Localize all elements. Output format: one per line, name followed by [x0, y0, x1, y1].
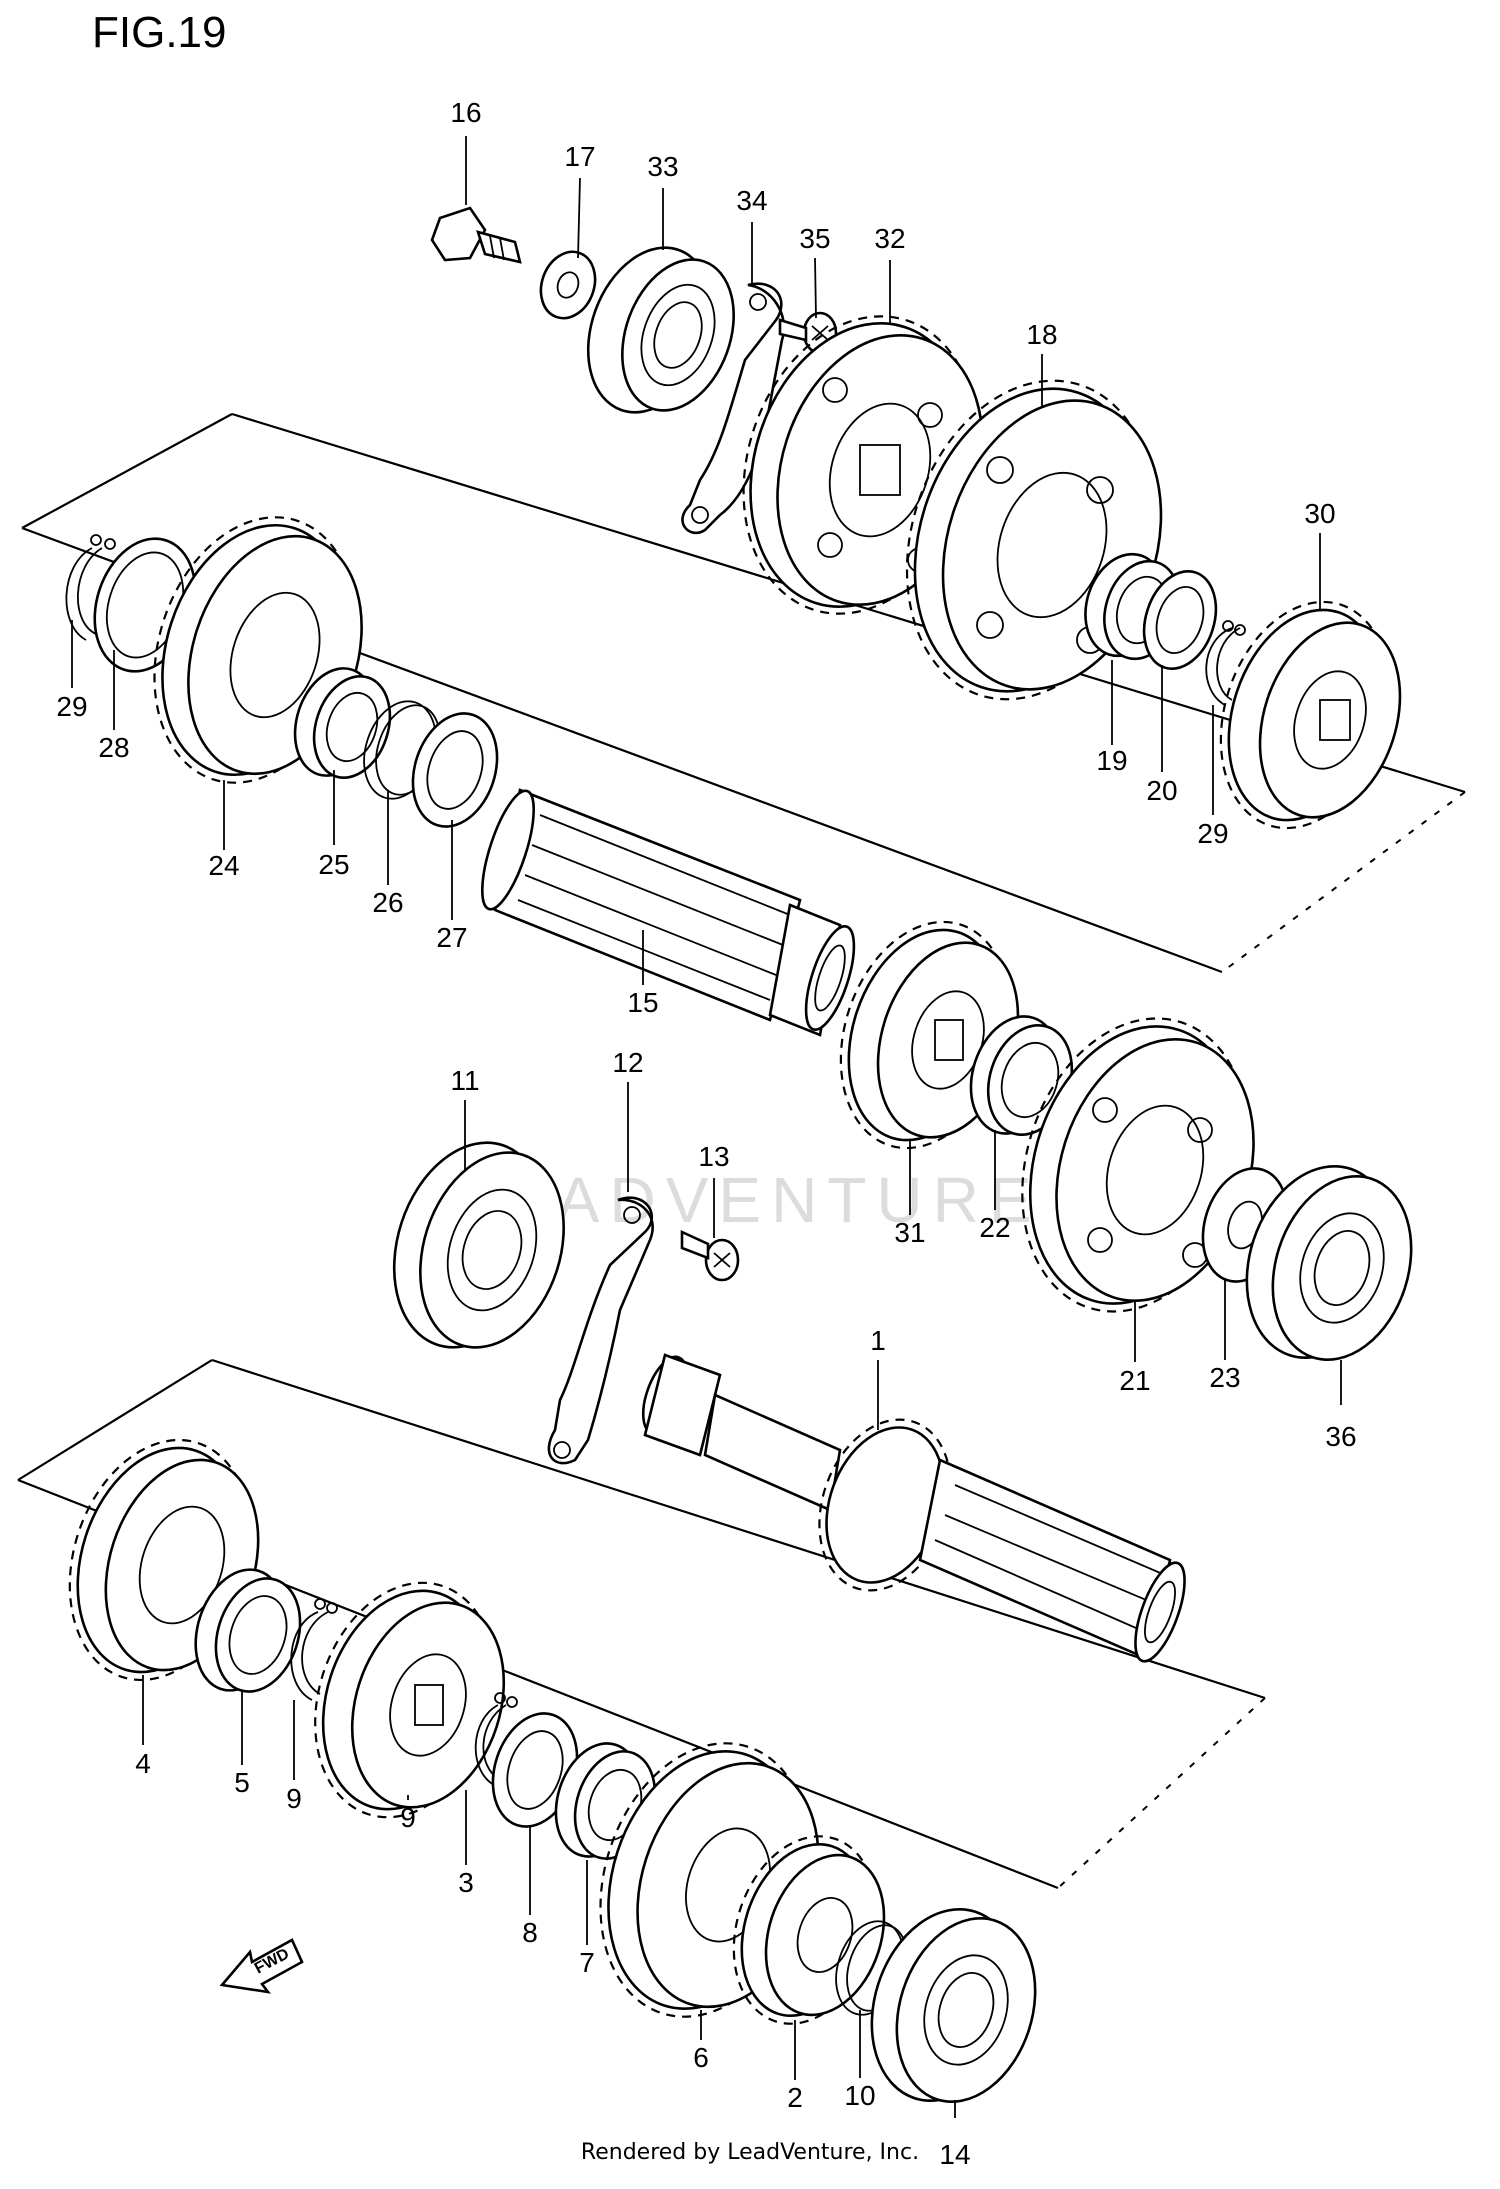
callout-17: 17 — [564, 141, 595, 172]
callout-5: 5 — [234, 1767, 250, 1798]
part-12-bearing-retainer — [547, 1196, 654, 1465]
callout-9-center: 9 — [400, 1802, 416, 1833]
callout-10: 10 — [844, 2080, 875, 2111]
part-17-washer — [539, 250, 597, 320]
part-9-gear — [314, 1581, 506, 1819]
callout-31: 31 — [894, 1217, 925, 1248]
part-29-circlip-right — [1205, 620, 1246, 706]
callout-29-left: 29 — [56, 691, 87, 722]
callout-18: 18 — [1026, 319, 1057, 350]
callout-8: 8 — [522, 1917, 538, 1948]
callout-34: 34 — [736, 185, 767, 216]
fwd-arrow-icon: FWD — [219, 1938, 304, 1994]
callout-29-right: 29 — [1197, 818, 1228, 849]
part-27-lock-washer — [411, 712, 499, 828]
callout-30: 30 — [1304, 498, 1335, 529]
part-34-bearing-retainer — [681, 282, 786, 535]
callout-22: 22 — [979, 1212, 1010, 1243]
leader-lines — [71, 136, 1342, 2118]
callout-19: 19 — [1096, 745, 1127, 776]
callout-23: 23 — [1209, 1362, 1240, 1393]
callout-16: 16 — [450, 97, 481, 128]
part-30-gear — [1219, 600, 1402, 830]
callout-25: 25 — [318, 849, 349, 880]
part-13-screw — [680, 1229, 740, 1282]
part-29-circlip-left — [65, 534, 116, 641]
callout-27: 27 — [436, 922, 467, 953]
callout-35: 35 — [799, 223, 830, 254]
part-15-countershaft — [481, 788, 856, 1037]
callout-21: 21 — [1119, 1365, 1150, 1396]
part-11-bearing — [392, 1141, 565, 1349]
callout-numbers: 16 17 33 34 35 32 18 30 29 28 24 25 26 2… — [56, 97, 1356, 2170]
part-25-bushing — [293, 667, 392, 779]
figure-title: FIG.19 — [92, 8, 227, 57]
part-14-bearing — [870, 1908, 1037, 2103]
part-20-washer — [1142, 570, 1218, 670]
callout-26: 26 — [372, 887, 403, 918]
part-16-bolt — [430, 206, 522, 264]
callout-3: 3 — [458, 1867, 474, 1898]
callout-32: 32 — [874, 223, 905, 254]
part-33-bearing — [586, 246, 735, 414]
callout-33: 33 — [647, 151, 678, 182]
callout-14: 14 — [939, 2139, 970, 2170]
callout-6: 6 — [693, 2042, 709, 2073]
callout-36: 36 — [1325, 1421, 1356, 1452]
callout-24: 24 — [208, 850, 239, 881]
callout-12: 12 — [612, 1047, 643, 1078]
callout-2: 2 — [787, 2082, 803, 2113]
part-5-bushing — [194, 1568, 302, 1693]
part-9-circlip-left — [290, 1598, 338, 1701]
callout-11: 11 — [450, 1065, 479, 1096]
callout-15: 15 — [627, 987, 658, 1018]
callout-4: 4 — [135, 1748, 151, 1779]
callout-28: 28 — [98, 732, 129, 763]
callout-7: 7 — [579, 1947, 595, 1978]
callout-13: 13 — [698, 1141, 729, 1172]
part-36-bearing — [1245, 1165, 1413, 1361]
part-1-main-shaft — [641, 1353, 1186, 1663]
callout-20: 20 — [1146, 775, 1177, 806]
callout-9-left: 9 — [286, 1783, 302, 1814]
render-credit: Rendered by LeadVenture, Inc. — [580, 2140, 920, 2165]
callout-1: 1 — [870, 1325, 886, 1356]
